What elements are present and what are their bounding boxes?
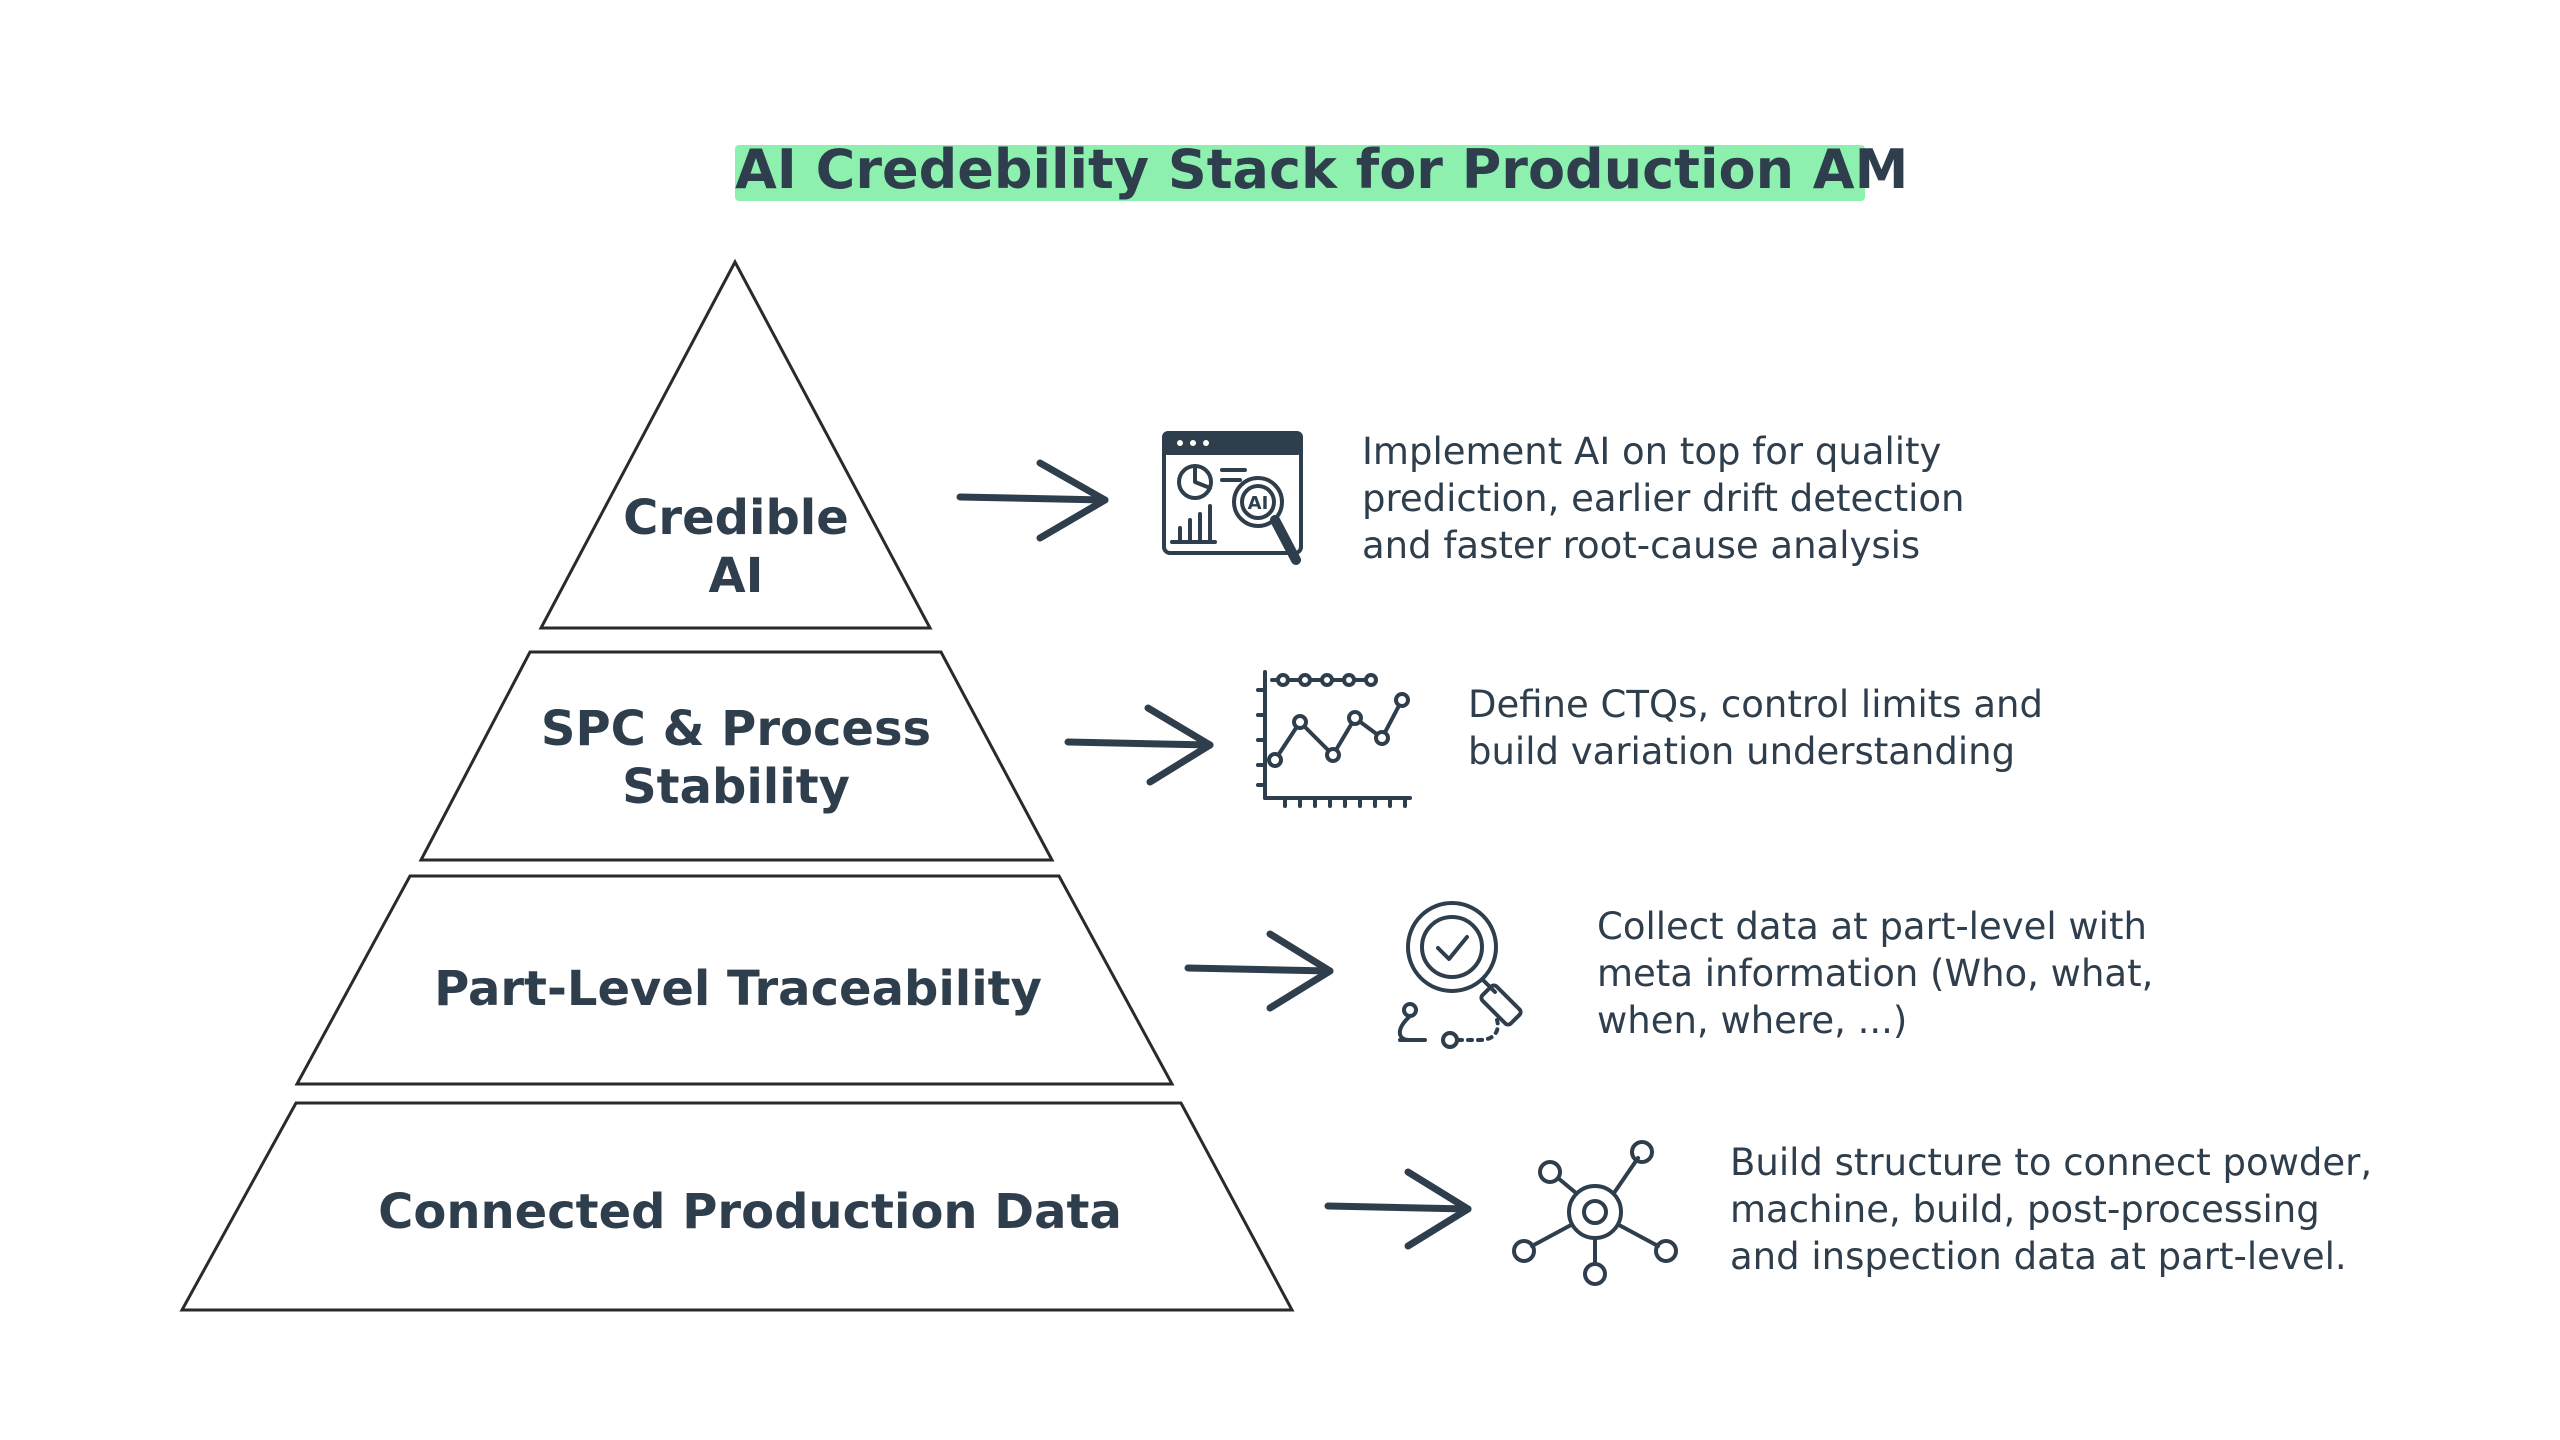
tier-label-credible-ai-line1: Credible xyxy=(623,490,849,546)
title-highlight xyxy=(735,145,1865,201)
arrow-right-icon xyxy=(956,459,1109,542)
pyramid-tier-traceability xyxy=(294,874,1175,1086)
tier-description-connected-data: Build structure to connect powder, machi… xyxy=(1730,1141,2373,1278)
arrow-right-icon xyxy=(1184,930,1334,1012)
tier-description-credible-ai: Implement AI on top for quality predicti… xyxy=(1362,430,1965,567)
pyramid-tier-credible-ai xyxy=(538,258,933,630)
pyramid-tier-spc xyxy=(418,650,1055,862)
page-title: AI Credebility Stack for Production AM xyxy=(735,138,1909,201)
traceability-magnifier-check-icon xyxy=(1397,901,1523,1049)
ai-dashboard-magnifier-icon: AI xyxy=(1162,431,1303,565)
tier-label-spc-line2: Stability xyxy=(622,759,850,815)
tier-label-spc-line1: SPC & Process xyxy=(541,701,931,757)
svg-text:AI: AI xyxy=(1248,493,1269,514)
arrow-right-icon xyxy=(1324,1168,1472,1250)
tier-description-spc: Define CTQs, control limits and build va… xyxy=(1468,683,2043,773)
tier-label-traceability: Part-Level Traceability xyxy=(434,961,1042,1017)
tier-description-traceability: Collect data at part-level with meta inf… xyxy=(1597,905,2154,1042)
control-chart-icon xyxy=(1256,670,1412,808)
network-hub-icon xyxy=(1512,1140,1678,1286)
arrow-right-icon xyxy=(1064,704,1214,786)
tier-label-credible-ai-line2: AI xyxy=(708,548,763,604)
pyramid-tier-connected-data xyxy=(179,1101,1295,1312)
tier-label-connected-data: Connected Production Data xyxy=(378,1184,1122,1240)
title-block: AI Credebility Stack for Production AM xyxy=(735,133,1909,209)
